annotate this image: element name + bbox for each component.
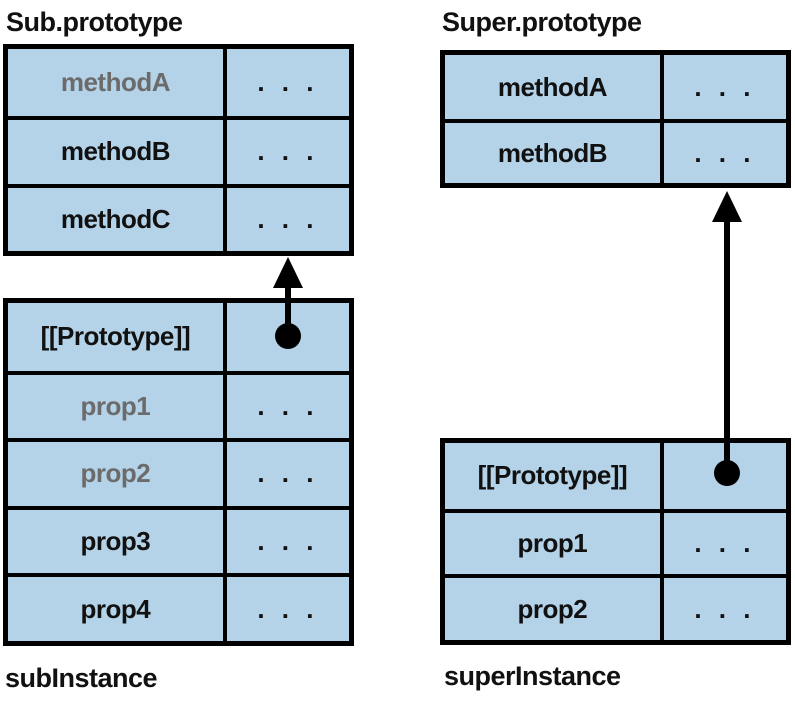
table-row: methodA. . . — [8, 49, 349, 117]
property-name-cell: prop2 — [8, 442, 223, 506]
super-prototype-table: methodA. . .methodB. . . — [440, 50, 791, 188]
value-cell: . . . — [222, 49, 349, 117]
arrowhead-icon — [273, 257, 303, 288]
pointer-cell — [659, 443, 786, 509]
property-name-cell: prop3 — [8, 509, 223, 574]
value-cell: . . . — [222, 509, 349, 574]
table-row: prop4. . . — [8, 573, 349, 641]
table-row: [[Prototype]] — [8, 303, 349, 371]
sub-instance-label: subInstance — [5, 663, 158, 693]
value-cell: . . . — [659, 55, 786, 119]
property-name-cell: prop4 — [8, 577, 223, 641]
value-cell: . . . — [222, 120, 349, 184]
table-row: prop2. . . — [8, 438, 349, 506]
table-row: prop1. . . — [8, 370, 349, 439]
property-name-cell: [[Prototype]] — [8, 303, 223, 371]
super-instance-table: [[Prototype]]prop1. . .prop2. . . — [440, 438, 791, 645]
arrowhead-icon — [712, 191, 742, 222]
value-cell: . . . — [222, 442, 349, 506]
value-cell: . . . — [659, 123, 786, 183]
table-row: prop1. . . — [445, 508, 786, 575]
property-name-cell: methodB — [8, 120, 223, 184]
property-name-cell: methodC — [8, 187, 223, 251]
table-row: methodB. . . — [8, 116, 349, 184]
property-name-cell: methodB — [445, 123, 660, 183]
super-prototype-label: Super.prototype — [442, 7, 642, 37]
table-row: methodA. . . — [445, 55, 786, 119]
table-row: [[Prototype]] — [445, 443, 786, 509]
value-cell: . . . — [659, 578, 786, 640]
table-row: methodB. . . — [445, 119, 786, 183]
value-cell: . . . — [222, 374, 349, 439]
super-instance-label: superInstance — [444, 661, 621, 691]
value-cell: . . . — [222, 577, 349, 641]
sub-prototype-label: Sub.prototype — [6, 7, 183, 37]
table-row: methodC. . . — [8, 183, 349, 251]
property-name-cell: [[Prototype]] — [445, 443, 660, 509]
value-cell: . . . — [222, 187, 349, 251]
sub-instance-table: [[Prototype]]prop1. . .prop2. . .prop3. … — [3, 298, 354, 646]
property-name-cell: methodA — [8, 49, 223, 117]
property-name-cell: methodA — [445, 55, 660, 119]
value-cell: . . . — [659, 512, 786, 575]
property-name-cell: prop1 — [8, 374, 223, 439]
sub-prototype-table: methodA. . .methodB. . .methodC. . . — [3, 44, 354, 256]
property-name-cell: prop1 — [445, 512, 660, 575]
table-row: prop3. . . — [8, 505, 349, 574]
property-name-cell: prop2 — [445, 578, 660, 640]
table-row: prop2. . . — [445, 574, 786, 640]
pointer-cell — [222, 303, 349, 371]
